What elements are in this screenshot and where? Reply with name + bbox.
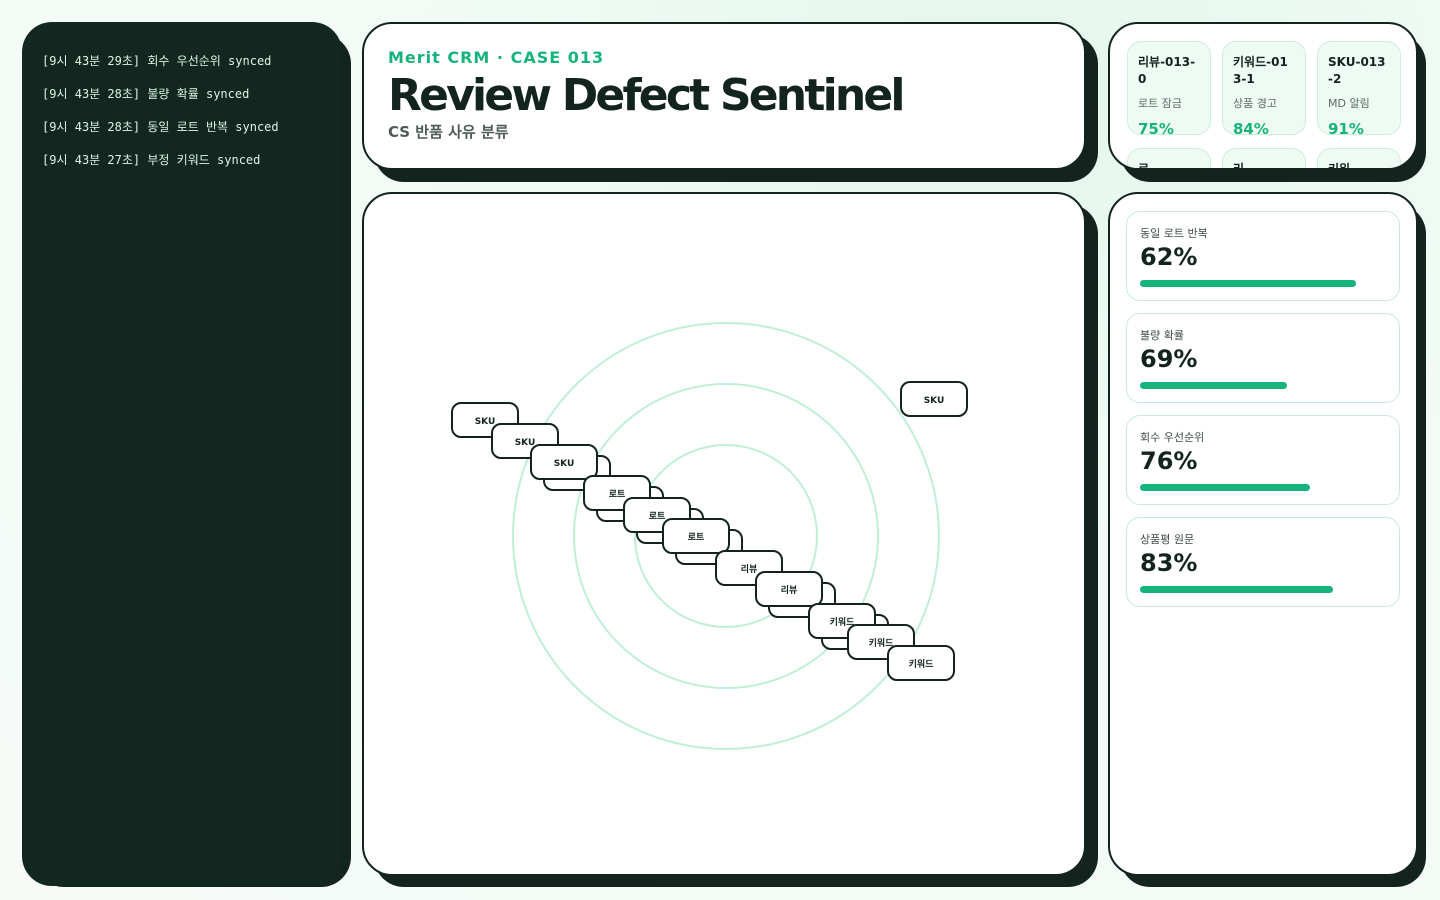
metric-progress-fill	[1140, 586, 1334, 593]
metric-card[interactable]: 동일 로트 반복 62%	[1126, 211, 1400, 301]
summary-tile[interactable]: 키워드-013-1 상품 경고 84%	[1222, 41, 1306, 135]
summary-tiles-panel: 리뷰-013-0 로트 잠금 75% 키워드-013-1 상품 경고 84% S…	[1108, 22, 1418, 170]
sync-log-panel: [9시 43분 29초] 회수 우선순위 synced [9시 43분 28초]…	[22, 22, 342, 886]
network-node-label: 로트	[688, 532, 705, 543]
metric-value: 62%	[1140, 243, 1198, 271]
log-line: [9시 43분 29초] 회수 우선순위 synced	[42, 54, 272, 68]
network-node-label: SKU	[924, 396, 945, 406]
tile-subtitle: 로트 잠금	[1138, 97, 1182, 110]
summary-tile[interactable]: 로	[1127, 148, 1211, 170]
header-card: Merit CRM · CASE 013 Review Defect Senti…	[362, 22, 1086, 170]
metric-progress-fill	[1140, 484, 1311, 491]
metric-progress-bar	[1140, 586, 1370, 593]
metric-label: 불량 확률	[1140, 329, 1184, 342]
tile-value: 84%	[1233, 120, 1269, 135]
tile-value: 91%	[1328, 120, 1364, 135]
network-node-box	[887, 645, 955, 681]
metric-value: 69%	[1140, 345, 1198, 373]
radar-ring-outer	[512, 322, 940, 750]
tile-subtitle: 상품 경고	[1233, 97, 1277, 110]
log-line: [9시 43분 27초] 부정 키워드 synced	[42, 153, 261, 167]
metric-progress-bar	[1140, 382, 1370, 389]
metric-label: 동일 로트 반복	[1140, 227, 1208, 240]
metric-progress-bar	[1140, 280, 1370, 287]
network-node[interactable]: SKU	[900, 381, 968, 417]
case-eyebrow: Merit CRM · CASE 013	[388, 48, 605, 67]
metric-value: 83%	[1140, 549, 1198, 577]
network-node-box	[900, 381, 968, 417]
tile-title: 리뷰-013-0	[1138, 55, 1196, 86]
tile-value: 75%	[1138, 120, 1174, 135]
tile-title: 키워드-013-1	[1233, 55, 1288, 86]
network-node-label: 키워드	[869, 637, 895, 649]
metric-value: 76%	[1140, 447, 1198, 475]
tile-title: 리	[1233, 162, 1245, 170]
radar-ring-inner	[634, 444, 818, 628]
network-node-label: 키워드	[909, 658, 935, 670]
network-node-label: 키워드	[830, 616, 856, 628]
tile-title: 로	[1138, 162, 1150, 170]
network-node-box	[755, 571, 823, 607]
network-node-label: 리뷰	[741, 563, 758, 575]
radar-ring-middle	[573, 383, 879, 689]
summary-tile[interactable]: SKU-013-2 MD 알림 91%	[1317, 41, 1401, 135]
network-node-label: SKU	[475, 417, 496, 427]
tile-title: 키워	[1328, 162, 1351, 170]
metric-progress-bar	[1140, 484, 1370, 491]
summary-tile[interactable]: 키워	[1317, 148, 1401, 170]
summary-tile[interactable]: 리	[1222, 148, 1306, 170]
network-node-label: SKU	[554, 459, 575, 469]
page-title: Review Defect Sentinel	[388, 70, 906, 121]
network-node[interactable]: 키워드	[887, 645, 955, 681]
metric-progress-fill	[1140, 382, 1288, 389]
network-node-box	[530, 444, 598, 480]
tile-subtitle: MD 알림	[1328, 97, 1370, 110]
network-node-label: SKU	[515, 438, 536, 448]
metrics-panel: 동일 로트 반복 62% 불량 확률 69% 회수 우선순위 76% 상품평 원…	[1108, 192, 1418, 876]
network-node-label: 로트	[649, 511, 666, 522]
network-node-label: 리뷰	[781, 584, 798, 596]
metric-card[interactable]: 불량 확률 69%	[1126, 313, 1400, 403]
metric-label: 회수 우선순위	[1140, 431, 1205, 444]
summary-tile[interactable]: 리뷰-013-0 로트 잠금 75%	[1127, 41, 1211, 135]
metric-label: 상품평 원문	[1140, 533, 1195, 546]
network-node-box	[662, 518, 730, 554]
page-subtitle: CS 반품 사유 분류	[388, 123, 509, 141]
log-line: [9시 43분 28초] 불량 확률 synced	[42, 87, 250, 101]
log-line: [9시 43분 28초] 동일 로트 반복 synced	[42, 120, 279, 134]
network-node-label: 로트	[609, 489, 626, 500]
metric-card[interactable]: 상품평 원문 83%	[1126, 517, 1400, 607]
tile-title: SKU-013-2	[1328, 55, 1386, 86]
metric-progress-fill	[1140, 280, 1357, 287]
metric-card[interactable]: 회수 우선순위 76%	[1126, 415, 1400, 505]
